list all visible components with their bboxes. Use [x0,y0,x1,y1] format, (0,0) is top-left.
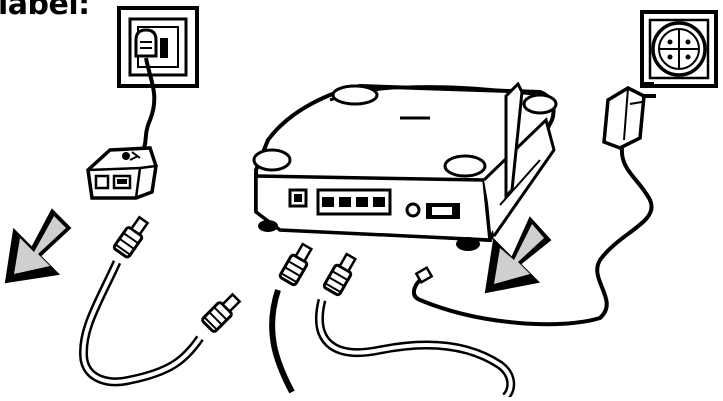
power-wall-socket-icon [642,12,716,86]
router-icon [254,84,556,251]
phone-wall-socket-icon [119,8,197,156]
dsl-splitter-icon [88,148,156,198]
router-cable-1 [272,242,315,392]
splitter-to-router-cable [83,215,242,382]
page-heading: label: [0,0,90,24]
left-arrow [6,210,70,282]
